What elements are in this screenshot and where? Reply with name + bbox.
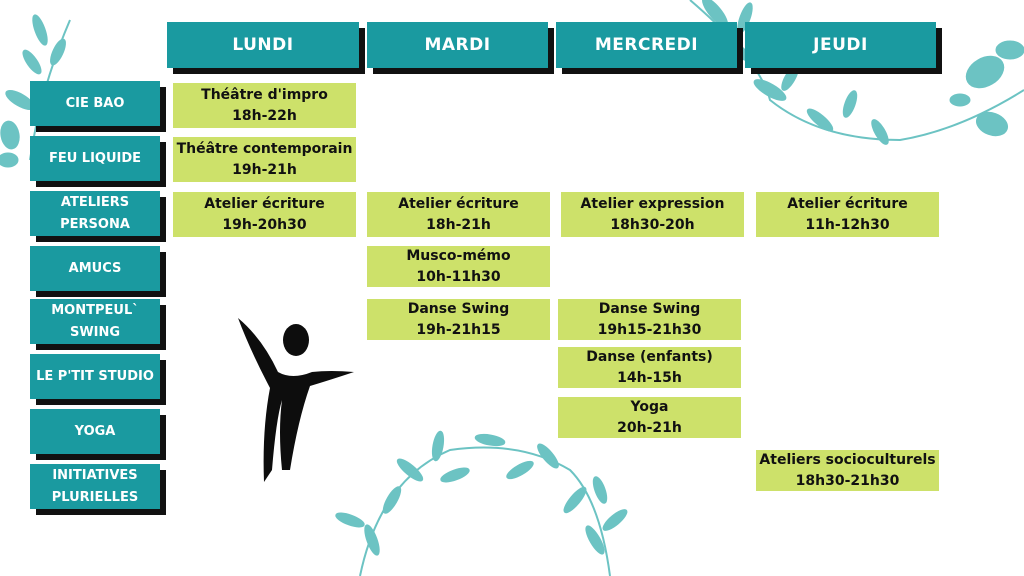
dancer-figure-icon [238, 318, 354, 482]
slot-time: 10h-11h30 [416, 268, 501, 285]
slot-time: 19h15-21h30 [597, 321, 702, 338]
slot-time: 20h-21h [617, 419, 682, 436]
group-label-initiatives-plurielles: INITIATIVES PLURIELLES [30, 464, 166, 515]
slot-title: Atelier écriture [398, 195, 519, 212]
slot-time: 19h-20h30 [222, 216, 307, 233]
slot-title: Danse Swing [598, 300, 701, 317]
group-label-cie-bao: CIE BAO [30, 81, 166, 132]
slot-title: Théâtre d'impro [201, 86, 328, 103]
slot-time: 18h30-21h30 [795, 472, 900, 489]
slot-title: Atelier écriture [787, 195, 908, 212]
group-label-yoga: YOGA [30, 409, 166, 460]
slot-title: Ateliers socioculturels [759, 451, 936, 468]
day-header-jeudi: JEUDI [745, 22, 942, 74]
slot-time: 18h-22h [232, 107, 297, 124]
slot-time: 14h-15h [617, 369, 682, 386]
day-header-lundi: LUNDI [167, 22, 365, 74]
slot-persona-mercredi: Atelier expression 18h30-20h [561, 192, 744, 237]
slot-title: Atelier écriture [204, 195, 325, 212]
slot-persona-jeudi: Atelier écriture 11h-12h30 [756, 192, 939, 237]
slot-title: Danse (enfants) [586, 348, 713, 365]
slot-swing-mardi: Danse Swing 19h-21h15 [367, 299, 550, 340]
slot-title: Théâtre contemporain [176, 140, 353, 157]
slot-cie-bao-lundi: Théâtre d'impro 18h-22h [173, 83, 356, 128]
group-label-feu-liquide: FEU LIQUIDE [30, 136, 166, 187]
slot-time: 18h-21h [426, 216, 491, 233]
slot-time: 19h-21h15 [416, 321, 501, 338]
group-label-amucs: AMUCS [30, 246, 166, 297]
slot-swing-mercredi: Danse Swing 19h15-21h30 [558, 299, 741, 340]
slot-title: Musco-mémo [406, 247, 511, 264]
slot-feu-liquide-lundi: Théâtre contemporain 19h-21h [173, 137, 356, 182]
slot-title: Danse Swing [407, 300, 510, 317]
slot-amucs-mardi: Musco-mémo 10h-11h30 [367, 246, 550, 287]
slot-time: 11h-12h30 [805, 216, 890, 233]
slot-persona-lundi: Atelier écriture 19h-20h30 [173, 192, 356, 237]
day-header-mercredi: MERCREDI [556, 22, 743, 74]
slot-yoga-mercredi: Yoga 20h-21h [558, 397, 741, 438]
slot-time: 19h-21h [232, 161, 297, 178]
group-label-le-ptit-studio: LE P'TIT STUDIO [30, 354, 166, 405]
slot-title: Yoga [630, 398, 669, 415]
slot-time: 18h30-20h [610, 216, 695, 233]
slot-title: Atelier expression [580, 195, 725, 212]
slot-ptit-studio-mercredi: Danse (enfants) 14h-15h [558, 347, 741, 388]
group-label-ateliers-persona: ATELIERS PERSONA [30, 191, 166, 242]
slot-initiatives-jeudi: Ateliers socioculturels 18h30-21h30 [756, 450, 939, 491]
group-label-montpeul-swing: MONTPEUL` SWING [30, 299, 166, 350]
leaf-wreath-icon [335, 430, 628, 576]
day-header-mardi: MARDI [367, 22, 554, 74]
slot-persona-mardi: Atelier écriture 18h-21h [367, 192, 550, 237]
